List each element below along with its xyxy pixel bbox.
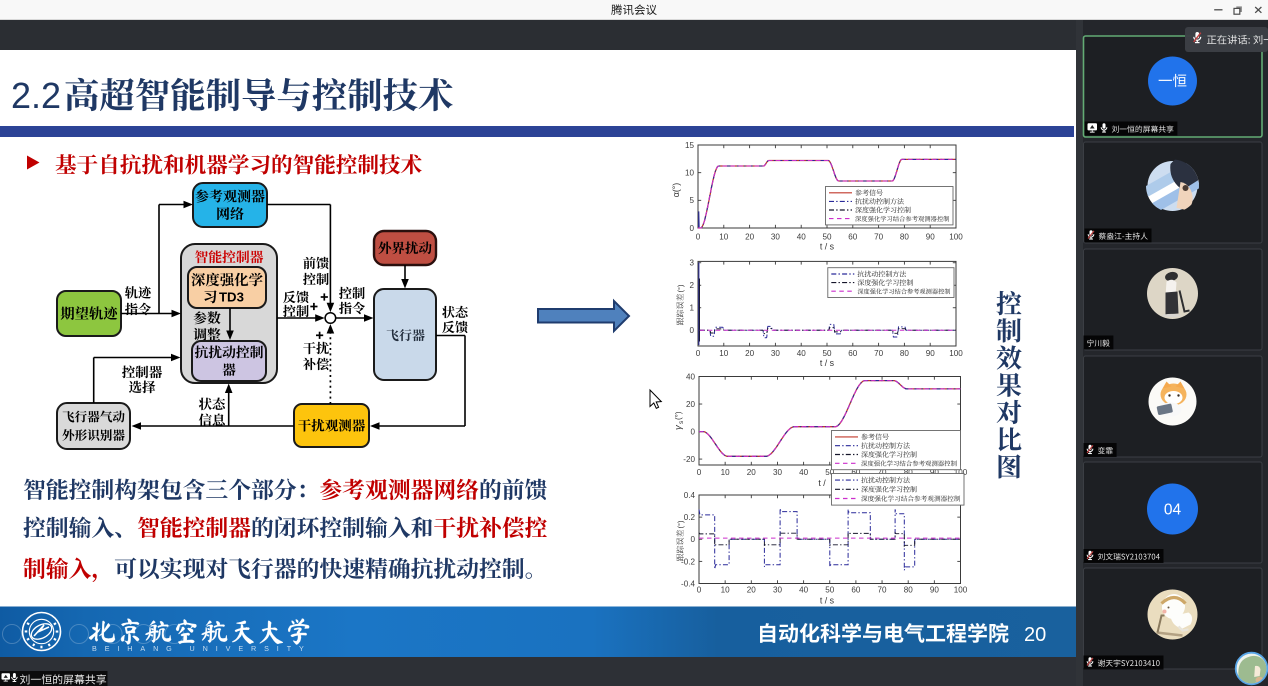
svg-text:50: 50	[825, 586, 835, 595]
svg-text:2: 2	[689, 281, 694, 290]
svg-text:30: 30	[773, 468, 783, 477]
svg-text:80: 80	[904, 586, 914, 595]
svg-text:04: 04	[1164, 502, 1182, 519]
svg-text:100: 100	[949, 349, 963, 358]
svg-text:100: 100	[954, 586, 968, 595]
svg-text:80: 80	[900, 233, 910, 242]
svg-text:0: 0	[696, 233, 701, 242]
svg-text:(°): (°)	[676, 284, 685, 292]
svg-text:40: 40	[797, 349, 807, 358]
svg-text:50: 50	[822, 233, 832, 242]
svg-text:0.2: 0.2	[684, 513, 696, 522]
svg-text:0: 0	[697, 586, 702, 595]
svg-text:0: 0	[696, 349, 701, 358]
svg-text:20: 20	[1024, 624, 1046, 646]
svg-text:0: 0	[690, 427, 695, 436]
svg-text:90: 90	[926, 349, 936, 358]
svg-text:0: 0	[689, 326, 694, 335]
svg-text:t / s: t / s	[820, 242, 835, 252]
svg-text:TD3: TD3	[219, 290, 244, 305]
svg-text:20: 20	[747, 468, 757, 477]
svg-text:-20: -20	[683, 455, 695, 464]
svg-text:40: 40	[686, 372, 696, 381]
svg-text:0.4: 0.4	[684, 491, 696, 500]
svg-text:10: 10	[719, 233, 729, 242]
svg-text:t /: t /	[818, 478, 826, 488]
svg-text:s: s	[678, 420, 685, 424]
svg-text:80: 80	[900, 349, 910, 358]
svg-text:100: 100	[949, 233, 963, 242]
svg-text:20: 20	[747, 586, 757, 595]
svg-text:60: 60	[848, 349, 858, 358]
svg-text:0: 0	[697, 468, 702, 477]
svg-text:(°): (°)	[676, 520, 685, 528]
svg-text:30: 30	[773, 586, 783, 595]
svg-text:70: 70	[878, 586, 888, 595]
svg-text:90: 90	[930, 468, 940, 477]
svg-text:70: 70	[874, 233, 884, 242]
svg-text:30: 30	[771, 349, 781, 358]
svg-text:40: 40	[799, 586, 809, 595]
svg-text:-0.2: -0.2	[681, 557, 695, 566]
svg-text:60: 60	[851, 468, 861, 477]
svg-text:40: 40	[799, 468, 809, 477]
svg-text:0: 0	[689, 224, 694, 233]
svg-text:100: 100	[954, 468, 968, 477]
svg-text:α(°): α(°)	[671, 183, 681, 198]
svg-text:10: 10	[721, 468, 731, 477]
svg-text:90: 90	[930, 586, 940, 595]
svg-text:80: 80	[904, 468, 914, 477]
svg-text:50: 50	[825, 468, 835, 477]
svg-text:t / s: t / s	[820, 358, 835, 368]
svg-text:40: 40	[797, 233, 807, 242]
svg-text:γ: γ	[673, 424, 684, 430]
svg-text:20: 20	[745, 349, 755, 358]
svg-text:15: 15	[685, 141, 695, 150]
svg-text:1: 1	[689, 304, 694, 313]
svg-text:(°): (°)	[674, 411, 683, 420]
svg-text:5: 5	[689, 196, 694, 205]
svg-text:20: 20	[686, 400, 696, 409]
svg-text:70: 70	[878, 468, 888, 477]
svg-text:60: 60	[851, 586, 861, 595]
svg-text:10: 10	[721, 586, 731, 595]
svg-text:t / s: t / s	[820, 596, 835, 606]
svg-text:3: 3	[689, 259, 694, 268]
svg-text:BEIHANG UNIVERSITY: BEIHANG UNIVERSITY	[92, 644, 312, 653]
svg-text:70: 70	[874, 349, 884, 358]
svg-text:0: 0	[690, 535, 695, 544]
svg-text:50: 50	[822, 349, 832, 358]
svg-text:20: 20	[745, 233, 755, 242]
svg-text:90: 90	[926, 233, 936, 242]
svg-text:30: 30	[771, 233, 781, 242]
svg-text:60: 60	[848, 233, 858, 242]
svg-text:-0.4: -0.4	[681, 579, 695, 588]
svg-text:10: 10	[685, 169, 695, 178]
svg-text:2.2: 2.2	[11, 75, 61, 116]
svg-text:10: 10	[719, 349, 729, 358]
